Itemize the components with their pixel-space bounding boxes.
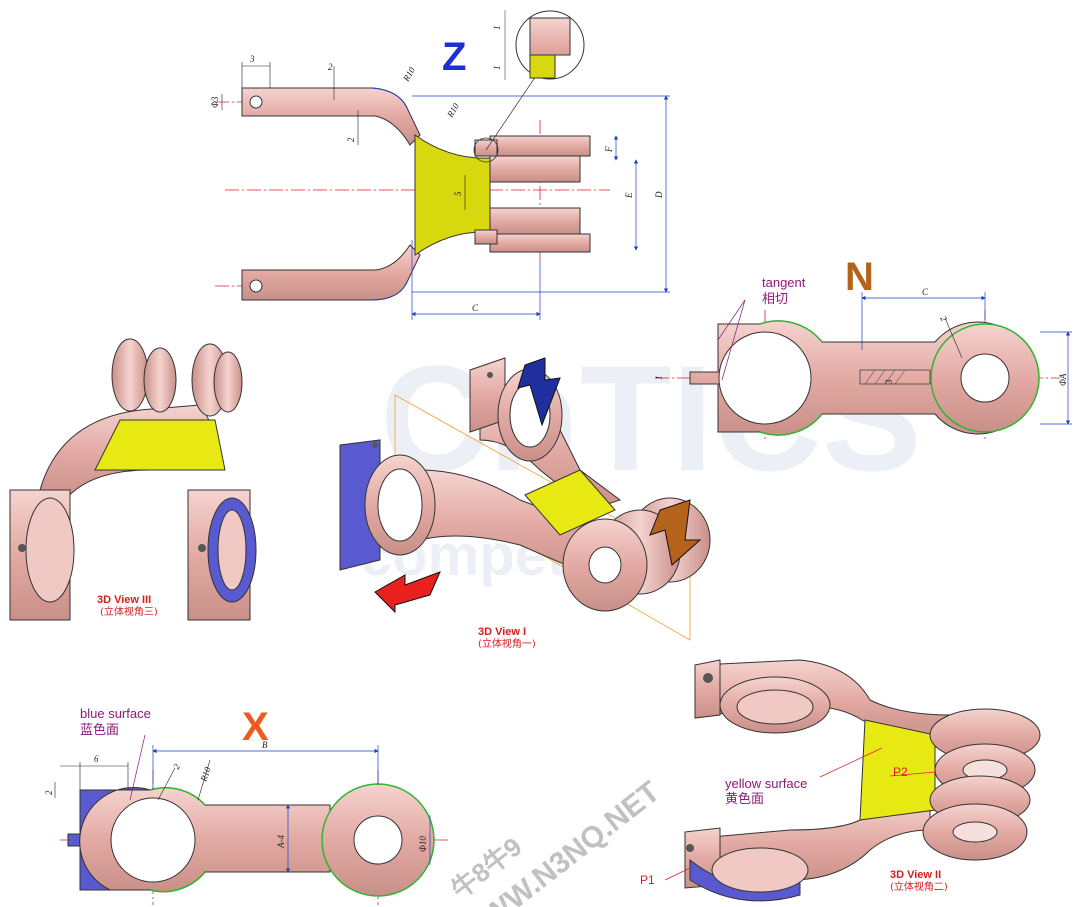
z-dim-e: E — [624, 192, 634, 199]
z-dim-3: 3 — [249, 54, 255, 64]
view-x-drawing: 6 2 B 2 R10 A-4 Φ10 — [44, 734, 450, 905]
x-dim-a-4: A-4 — [276, 835, 286, 849]
n-dim-c: C — [922, 287, 929, 297]
3d-view-2-title: 3D View II — [890, 869, 941, 881]
point-p1-label: P1 — [640, 873, 655, 887]
view-n-label: N — [845, 255, 874, 299]
z-dim-1a: 1 — [492, 26, 502, 31]
z-dim-5: 5 — [453, 191, 463, 196]
z-dim-f: F — [604, 146, 614, 153]
3d-view-3-subtitle: (立体视角三) — [100, 605, 158, 618]
blue-surface-note-en: blue surface — [80, 706, 151, 721]
3d-view-2-subtitle: (立体视角二) — [890, 880, 948, 893]
z-dim-r10a: R10 — [401, 65, 418, 84]
3d-view-3-drawing — [9, 338, 257, 621]
yellow-surface-note-cn: 黄色面 — [725, 791, 764, 806]
n-dim-2: 2 — [938, 314, 949, 323]
3d-view-3-title: 3D View III — [97, 594, 151, 606]
view-z-label: Z — [442, 35, 466, 79]
x-dim-phi10: Φ10 — [418, 836, 428, 852]
n-dim-3: 3 — [884, 379, 894, 385]
z-dim-r10b: R10 — [445, 101, 462, 120]
x-dim-2a: 2 — [44, 790, 54, 795]
yellow-surface-note-en: yellow surface — [725, 776, 807, 791]
3d-view-2-drawing — [664, 659, 1041, 902]
z-dim-2a: 2 — [328, 62, 333, 72]
x-dim-b: B — [262, 740, 268, 750]
z-dim-phi3: Φ3 — [210, 96, 220, 108]
x-dim-2b: 2 — [171, 762, 182, 771]
x-dim-6: 6 — [94, 754, 99, 764]
3d-view-1-drawing — [339, 357, 711, 641]
view-n-drawing: C 2 1 3 ΦA — [654, 287, 1072, 440]
n-dim-1: 1 — [654, 376, 664, 381]
tangent-note-cn: 相切 — [762, 291, 788, 306]
x-dim-r10: R10 — [198, 765, 213, 783]
z-dim-1b: 1 — [492, 66, 502, 71]
blue-surface-note-cn: 蓝色面 — [80, 722, 119, 737]
watermark-site: WWW.N3NQ.NET 牛8牛9 — [445, 775, 666, 907]
z-dim-c: C — [472, 303, 479, 313]
n-dim-phia: ΦA — [1058, 373, 1068, 386]
view-z-drawing: 3 2 R10 R10 Φ3 2 1 1 F 5 E D C — [210, 10, 670, 320]
3d-view-1-title: 3D View I — [478, 626, 526, 638]
view-x-label: X — [242, 705, 269, 749]
z-dim-d: D — [654, 191, 664, 199]
z-dim-2b: 2 — [346, 137, 356, 142]
tangent-note-en: tangent — [762, 275, 806, 290]
point-p2-label: P2 — [893, 765, 908, 779]
3d-view-1-subtitle: (立体视角一) — [478, 637, 536, 650]
